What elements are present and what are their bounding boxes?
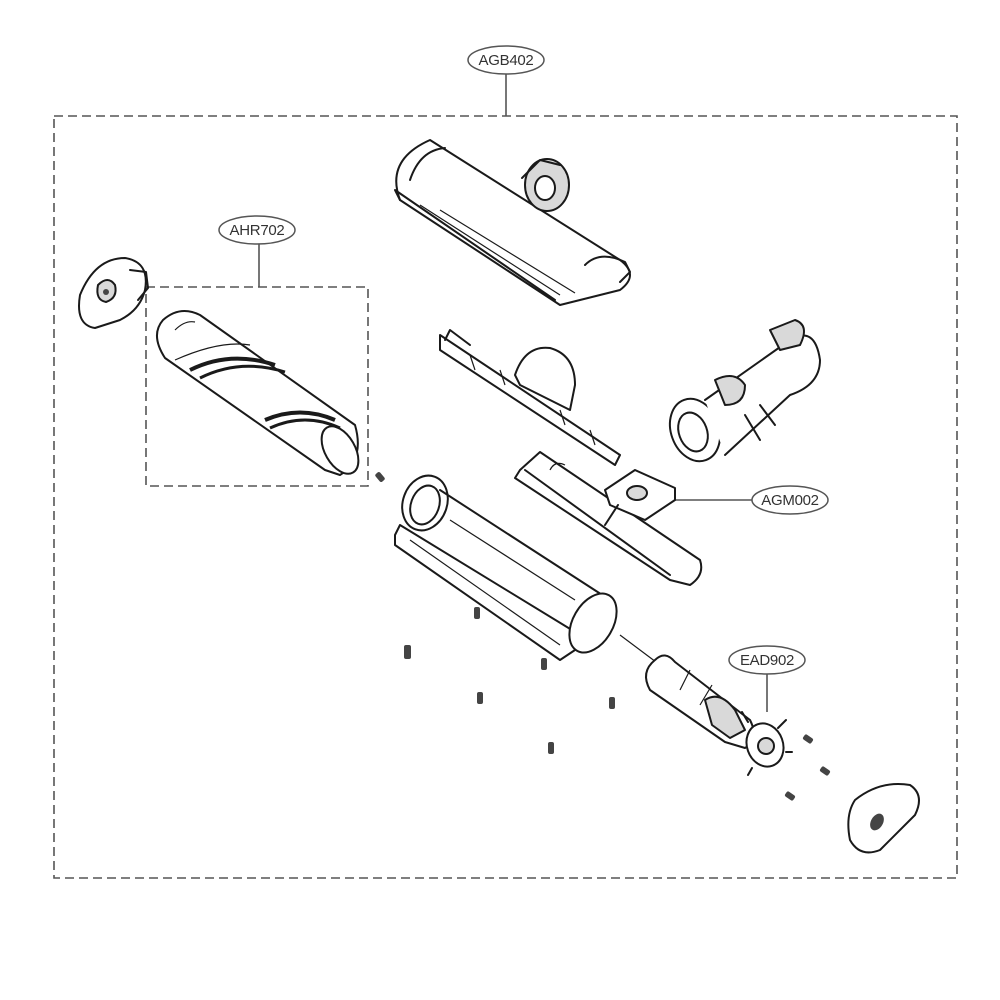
neck-connector-part bbox=[668, 319, 821, 463]
motor-housing-part bbox=[514, 451, 703, 586]
callout-agb402: AGB402 bbox=[467, 45, 545, 116]
callout-label-housing: AGM002 bbox=[761, 492, 818, 509]
middle-bracket-part bbox=[439, 329, 621, 466]
callout-agm002: AGM002 bbox=[648, 485, 829, 515]
lower-housing-part bbox=[394, 474, 618, 661]
left-end-cap-part bbox=[78, 257, 149, 329]
right-end-cap-part bbox=[847, 783, 920, 854]
drive-motor-part bbox=[619, 634, 793, 776]
callout-ahr702: AHR702 bbox=[218, 215, 296, 287]
top-cover-part bbox=[394, 139, 631, 306]
callout-ead902: EAD902 bbox=[728, 645, 806, 712]
brush-boundary-box bbox=[145, 286, 369, 487]
callout-label-brush: AHR702 bbox=[230, 222, 285, 239]
callout-label-assembly: AGB402 bbox=[479, 52, 534, 69]
callout-label-motor: EAD902 bbox=[740, 652, 794, 669]
brush-roller-part bbox=[156, 310, 360, 476]
screws bbox=[375, 472, 831, 801]
